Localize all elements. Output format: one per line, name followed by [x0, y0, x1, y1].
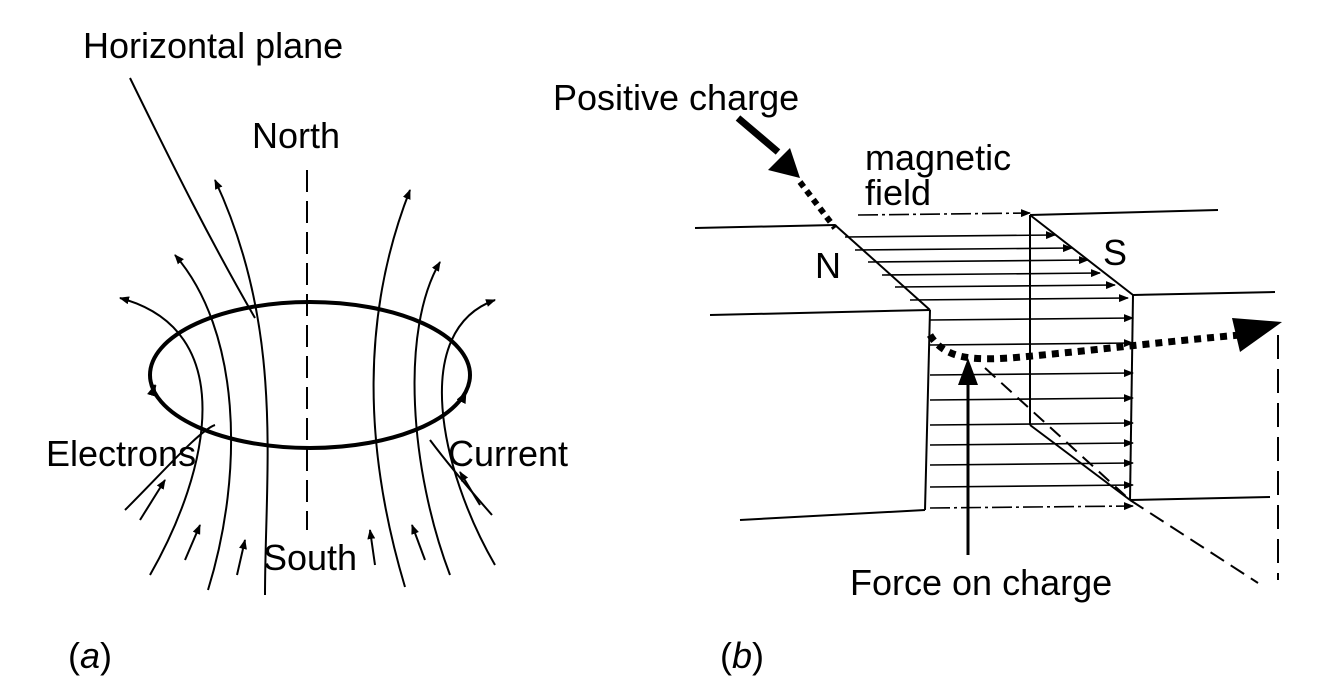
- field-arrow: [854, 244, 1073, 253]
- current-label: Current: [448, 433, 568, 474]
- field-line-inner-left: [214, 179, 269, 596]
- electrons-label: Electrons: [46, 433, 196, 474]
- s-pole-bottom-diagonal: [1029, 424, 1131, 501]
- field-line-inner-right: [372, 189, 411, 588]
- north-label: North: [252, 115, 340, 156]
- magnetic-field-lines: [844, 209, 1134, 511]
- current-loop: [148, 300, 472, 450]
- field-arrow: [929, 339, 1134, 348]
- magnet-bottom-edge: [739, 509, 926, 521]
- magnet-top-left-edge: [694, 224, 836, 229]
- field-arrow-lower-left-3: [236, 539, 247, 576]
- south-label: South: [263, 537, 357, 578]
- panel-b: [694, 209, 1279, 584]
- charge-path: [735, 115, 1282, 363]
- force-arrow: [958, 358, 978, 555]
- field-arrow: [929, 459, 1134, 468]
- field-arrow-lower-right-3: [459, 471, 481, 506]
- charge-trajectory-entry: [797, 180, 838, 230]
- field-line-edge-left: [124, 424, 216, 511]
- force-arrow-head: [958, 358, 978, 385]
- force-on-charge-label: Force on charge: [850, 562, 1112, 603]
- positive-charge-label: Positive charge: [553, 77, 799, 118]
- field-arrow: [929, 314, 1134, 323]
- field-line-mid-right: [413, 261, 451, 576]
- positive-charge-entry-arrow: [735, 115, 781, 155]
- magnet-n-face-diagonal: [834, 224, 931, 311]
- horizontal-plane-label: Horizontal plane: [83, 25, 343, 66]
- dashed-extension-diagonal: [1129, 499, 1259, 584]
- field-arrow-lower-left-2: [184, 524, 201, 561]
- magnet-bottom-right-edge: [1129, 496, 1271, 501]
- caption-a: (a): [68, 635, 112, 676]
- field-arrow: [929, 439, 1134, 448]
- field-arrow-lower-right-2: [411, 524, 426, 561]
- field-line-outer-left: [119, 296, 204, 576]
- s-pole-label: S: [1103, 232, 1127, 273]
- field-line-outer-right: [441, 299, 496, 566]
- horizontal-plane-pointer: [129, 77, 256, 319]
- field-arrow-lower-left-1: [139, 479, 166, 521]
- field-arrow: [867, 256, 1089, 265]
- panel-a: [119, 77, 496, 596]
- n-pole-face-vertical: [924, 309, 931, 511]
- magnetic-label: magnetic: [865, 137, 1011, 178]
- field-arrow: [909, 294, 1129, 303]
- field-label: field: [865, 172, 931, 213]
- magnet-mid-left-edge: [709, 309, 931, 316]
- field-arrow-lower-right-1: [367, 529, 376, 566]
- field-arrow: [881, 269, 1101, 278]
- charge-trajectory-deflected: [927, 331, 1241, 363]
- caption-b: (b): [720, 635, 764, 676]
- loop-arrow-left: [147, 384, 157, 397]
- field-arrow: [929, 394, 1134, 403]
- magnet-mid-right-edge: [1132, 291, 1276, 296]
- field-line-edge-right: [429, 439, 493, 516]
- magnet-top-right-edge: [1029, 209, 1219, 216]
- field-arrow: [929, 502, 1134, 511]
- field-arrow: [894, 281, 1116, 290]
- field-arrow: [929, 419, 1134, 428]
- field-arrow: [929, 369, 1134, 378]
- field-line-mid-left: [174, 254, 233, 591]
- charge-exit-arrowhead: [1232, 318, 1282, 352]
- loop-arrow-right: [456, 391, 468, 405]
- field-arrow: [844, 231, 1056, 240]
- n-pole-label: N: [815, 245, 841, 286]
- dashed-force-diagonal: [984, 367, 1131, 501]
- field-arrow: [857, 209, 1031, 218]
- positive-charge-entry-head: [768, 148, 800, 178]
- field-arrow: [929, 481, 1134, 490]
